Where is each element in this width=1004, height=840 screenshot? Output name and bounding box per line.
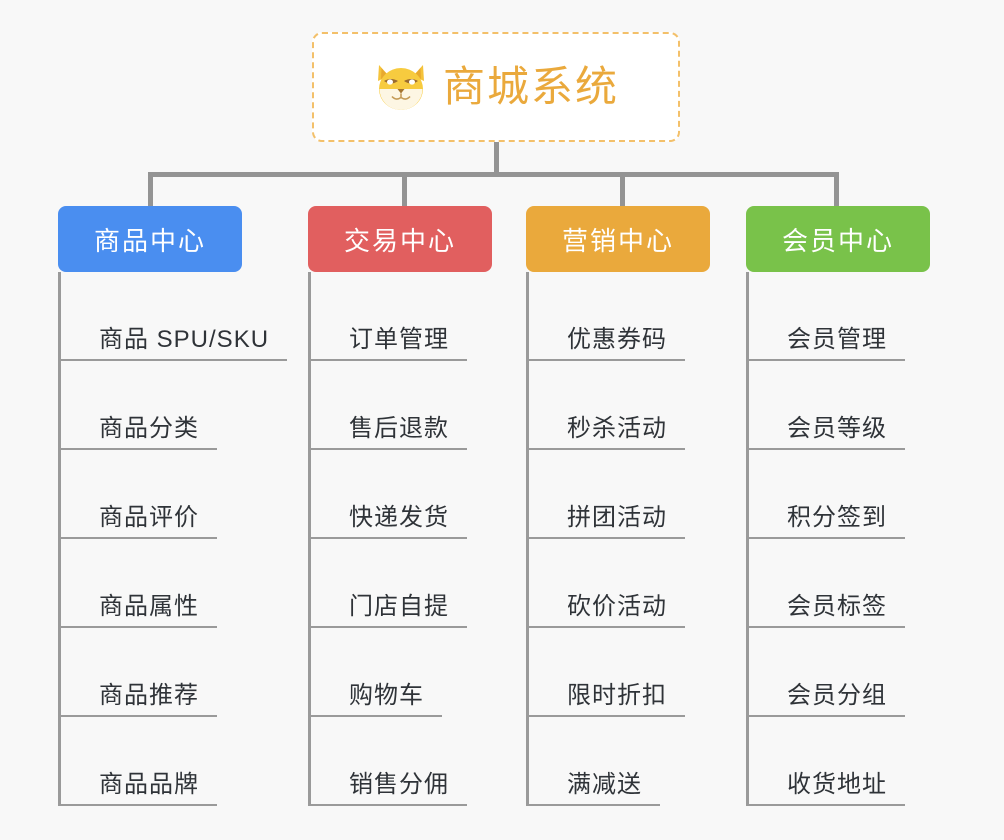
category-header-2[interactable]: 营销中心	[526, 206, 710, 272]
connector-horizontal-bus	[148, 172, 836, 177]
leaf-item[interactable]: 商品推荐	[58, 628, 242, 717]
leaf-item-underline: 快递发货	[311, 503, 467, 539]
shiba-dog-icon	[373, 61, 429, 113]
leaf-item-underline: 订单管理	[311, 325, 467, 361]
leaf-item-label: 优惠券码	[567, 326, 667, 353]
leaf-item-underline: 门店自提	[311, 592, 467, 628]
category-column-1: 交易中心订单管理售后退款快递发货门店自提购物车销售分佣	[308, 206, 492, 806]
leaf-item[interactable]: 会员等级	[746, 361, 930, 450]
leaf-item-label: 会员管理	[787, 326, 887, 353]
leaf-item-label: 会员等级	[787, 415, 887, 442]
leaf-item[interactable]: 秒杀活动	[526, 361, 710, 450]
leaf-item-underline: 满减送	[529, 770, 660, 806]
leaf-item[interactable]: 积分签到	[746, 450, 930, 539]
leaf-item[interactable]: 商品评价	[58, 450, 242, 539]
leaf-item-underline: 积分签到	[749, 503, 905, 539]
leaf-item[interactable]: 快递发货	[308, 450, 492, 539]
leaf-item-label: 商品推荐	[99, 682, 199, 709]
leaf-item-label: 限时折扣	[567, 682, 667, 709]
leaf-item[interactable]: 优惠券码	[526, 272, 710, 361]
leaf-item-underline: 售后退款	[311, 414, 467, 450]
category-header-0[interactable]: 商品中心	[58, 206, 242, 272]
leaf-item-label: 拼团活动	[567, 504, 667, 531]
leaf-item-label: 会员标签	[787, 593, 887, 620]
leaf-item-underline: 商品推荐	[61, 681, 217, 717]
leaf-item[interactable]: 满减送	[526, 717, 710, 806]
leaf-item-underline: 优惠券码	[529, 325, 685, 361]
leaf-list-2: 优惠券码秒杀活动拼团活动砍价活动限时折扣满减送	[526, 272, 710, 806]
leaf-item-underline: 销售分佣	[311, 770, 467, 806]
leaf-item-label: 商品评价	[99, 504, 199, 531]
leaf-item[interactable]: 会员分组	[746, 628, 930, 717]
category-column-2: 营销中心优惠券码秒杀活动拼团活动砍价活动限时折扣满减送	[526, 206, 710, 806]
leaf-item-underline: 商品评价	[61, 503, 217, 539]
leaf-item-underline: 会员分组	[749, 681, 905, 717]
category-header-3[interactable]: 会员中心	[746, 206, 930, 272]
leaf-item[interactable]: 限时折扣	[526, 628, 710, 717]
leaf-item-label: 秒杀活动	[567, 415, 667, 442]
leaf-item[interactable]: 砍价活动	[526, 539, 710, 628]
leaf-item-underline: 商品分类	[61, 414, 217, 450]
leaf-item-underline: 商品属性	[61, 592, 217, 628]
category-column-3: 会员中心会员管理会员等级积分签到会员标签会员分组收货地址	[746, 206, 930, 806]
leaf-item-underline: 商品品牌	[61, 770, 217, 806]
leaf-item[interactable]: 商品品牌	[58, 717, 242, 806]
leaf-item-label: 购物车	[349, 682, 424, 709]
connector-drop-0	[148, 172, 153, 208]
leaf-item-underline: 会员标签	[749, 592, 905, 628]
leaf-item-label: 满减送	[567, 771, 642, 798]
leaf-item[interactable]: 销售分佣	[308, 717, 492, 806]
category-header-1[interactable]: 交易中心	[308, 206, 492, 272]
leaf-list-1: 订单管理售后退款快递发货门店自提购物车销售分佣	[308, 272, 492, 806]
leaf-item-label: 会员分组	[787, 682, 887, 709]
category-column-0: 商品中心商品 SPU/SKU 商品分类商品评价商品属性商品推荐商品品牌	[58, 206, 288, 806]
connector-drop-3	[834, 172, 839, 208]
leaf-item-label: 砍价活动	[567, 593, 667, 620]
leaf-item-underline: 收货地址	[749, 770, 905, 806]
leaf-item[interactable]: 售后退款	[308, 361, 492, 450]
leaf-item[interactable]: 商品分类	[58, 361, 242, 450]
leaf-item-underline: 购物车	[311, 681, 442, 717]
root-node[interactable]: 商城系统	[312, 32, 680, 142]
leaf-item[interactable]: 订单管理	[308, 272, 492, 361]
leaf-item[interactable]: 拼团活动	[526, 450, 710, 539]
leaf-item-underline: 砍价活动	[529, 592, 685, 628]
leaf-item-underline: 商品 SPU/SKU	[61, 325, 288, 361]
leaf-item-label: 商品品牌	[99, 771, 199, 798]
connector-root-stem	[494, 142, 499, 175]
leaf-list-3: 会员管理会员等级积分签到会员标签会员分组收货地址	[746, 272, 930, 806]
leaf-item-label: 售后退款	[349, 415, 449, 442]
leaf-item-label: 积分签到	[787, 504, 887, 531]
connector-drop-1	[402, 172, 407, 208]
leaf-item-label: 商品分类	[99, 415, 199, 442]
leaf-item-label: 收货地址	[787, 771, 887, 798]
leaf-item[interactable]: 门店自提	[308, 539, 492, 628]
leaf-item[interactable]: 会员管理	[746, 272, 930, 361]
leaf-item[interactable]: 会员标签	[746, 539, 930, 628]
leaf-item-underline: 秒杀活动	[529, 414, 685, 450]
leaf-item-label: 商品属性	[99, 593, 199, 620]
leaf-item-underline: 会员管理	[749, 325, 905, 361]
leaf-list-0: 商品 SPU/SKU 商品分类商品评价商品属性商品推荐商品品牌	[58, 272, 288, 806]
leaf-item-label: 销售分佣	[349, 771, 449, 798]
leaf-item-underline: 限时折扣	[529, 681, 685, 717]
leaf-item-label: 门店自提	[349, 593, 449, 620]
leaf-item-underline: 拼团活动	[529, 503, 685, 539]
connector-drop-2	[620, 172, 625, 208]
root-title: 商城系统	[442, 63, 619, 110]
leaf-item[interactable]: 商品属性	[58, 539, 242, 628]
leaf-item-label: 快递发货	[349, 504, 449, 531]
leaf-item-label: 订单管理	[349, 326, 449, 353]
leaf-item-underline: 会员等级	[749, 414, 905, 450]
leaf-item[interactable]: 收货地址	[746, 717, 930, 806]
leaf-item[interactable]: 购物车	[308, 628, 492, 717]
leaf-item-label: 商品 SPU/SKU	[99, 326, 270, 353]
leaf-item[interactable]: 商品 SPU/SKU	[58, 272, 288, 361]
